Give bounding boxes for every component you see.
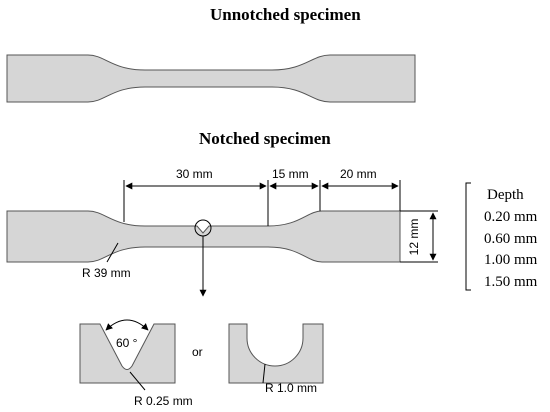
notched-title: Notched specimen [199,129,331,148]
label-or: or [192,345,203,359]
leader-v-radius [129,371,146,391]
depth-label: Depth [487,187,524,203]
label-fillet-radius: R 39 mm [82,266,131,280]
leader-fillet-radius [106,242,119,263]
v-notch-detail [79,323,176,384]
depth-value-3: 1.00 mm [484,252,538,268]
leader-u-radius [262,363,266,384]
v-angle-arc [105,319,149,331]
label-transition-length: 15 mm [272,167,309,181]
unnotched-title: Unnotched specimen [210,5,361,24]
label-grip-length: 20 mm [340,167,377,181]
u-notch-detail [228,323,324,384]
depth-bracket [465,182,471,291]
label-width: 12 mm [407,219,421,256]
label-v-angle: 60 ° [116,336,138,350]
unnotched-specimen [6,54,416,103]
label-u-radius: R 1.0 mm [265,381,317,395]
depth-value-4: 1.50 mm [484,274,538,290]
label-v-radius: R 0.25 mm [134,394,193,408]
depth-value-1: 0.20 mm [484,209,538,225]
depth-value-2: 0.60 mm [484,231,538,247]
label-gauge-length: 30 mm [176,167,213,181]
